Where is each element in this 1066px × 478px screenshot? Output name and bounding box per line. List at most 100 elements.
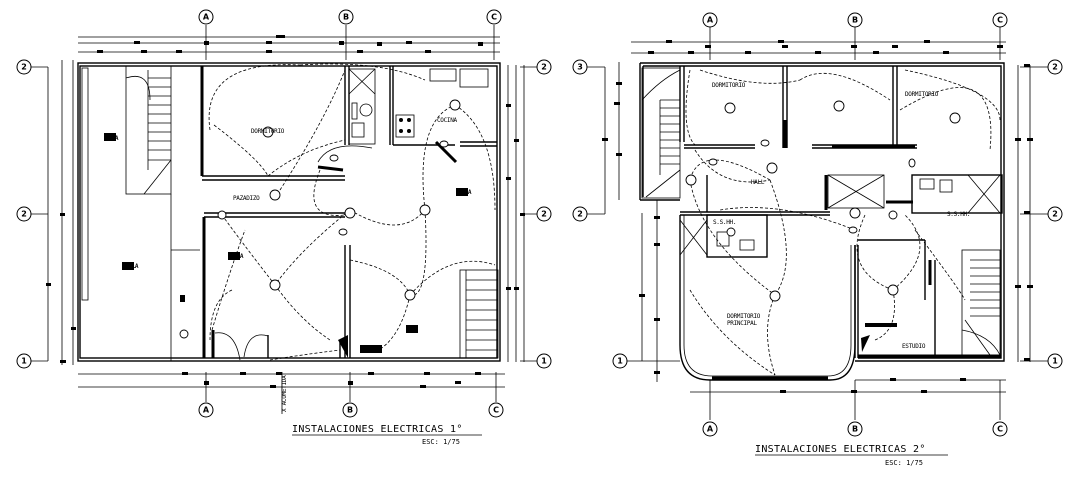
axis-bubble-A-bottom: A: [198, 372, 214, 418]
dimension-lines-right: [1015, 64, 1033, 362]
outlet-icon: [338, 228, 348, 236]
panel-icon: [228, 252, 240, 260]
plan-floor-1: A B C A B C 2: [16, 9, 552, 446]
lamp-icon: [766, 162, 778, 174]
lamp-icon: [269, 279, 281, 291]
plan-scale: ESC: 1/75: [422, 438, 460, 446]
svg-text:2: 2: [1052, 63, 1058, 72]
lamp-icon: [344, 207, 356, 219]
svg-text:2: 2: [21, 63, 27, 72]
outlet-icon: [848, 226, 858, 234]
section-marker-label: X ACOMETIDA: [281, 375, 288, 412]
axis-bubble-B-top: B: [338, 9, 354, 60]
room-label: SALA: [230, 253, 244, 260]
plan-title-floor-2: INSTALACIONES ELECTRICAS 2° ESC: 1/75: [755, 444, 948, 467]
switch-icon: [180, 295, 185, 302]
room-label: PAZADIZO: [233, 195, 260, 202]
walls-floor-2: [639, 62, 1005, 381]
svg-text:C: C: [491, 13, 497, 22]
svg-text:A: A: [707, 16, 714, 25]
lamp-icon: [179, 329, 189, 339]
svg-text:1: 1: [617, 357, 623, 366]
svg-text:C: C: [997, 16, 1003, 25]
outlet-icon: [708, 158, 718, 166]
room-label: S.S.HH.: [947, 211, 970, 218]
axis-bubble-row-right: 2 2 1: [520, 59, 552, 369]
dimension-lines-left: [46, 60, 76, 365]
room-labels-floor-2: DORMITORIO DORMITORIO HALL S.S.HH. S.S.H…: [712, 82, 970, 350]
circuit-lines-floor-1: [208, 63, 496, 361]
axis-bubble-C-bottom: C: [488, 372, 504, 418]
svg-text:2: 2: [541, 210, 547, 219]
axis-bubble-A-bottom: A: [702, 380, 718, 437]
lamp-icon: [685, 174, 697, 186]
dimension-lines-bottom: [690, 378, 1006, 393]
axis-bubble-A-top: A: [198, 9, 214, 60]
svg-text:1: 1: [1052, 357, 1058, 366]
axis-bubble-A-top: A: [702, 12, 718, 60]
room-label-line: DORMITORIO: [727, 313, 761, 320]
dimension-lines-bottom: [78, 372, 505, 388]
outlet-icon: [439, 140, 449, 148]
walls-floor-1: [77, 62, 501, 362]
panel-icon: [406, 325, 418, 333]
room-label: DORMITORIO: [251, 128, 285, 135]
lamp-icon: [419, 204, 431, 216]
panel-icon: [456, 188, 468, 196]
lamp-icon: [724, 102, 736, 114]
room-label: ESTUDIO: [902, 343, 926, 350]
svg-text:B: B: [852, 425, 858, 434]
svg-text:A: A: [203, 406, 210, 415]
room-label-line: PRINCIPAL: [727, 320, 757, 327]
svg-text:B: B: [347, 406, 353, 415]
lamp-icon: [833, 100, 845, 112]
plan-title-floor-1: INSTALACIONES ELECTRICAS 1° ESC: 1/75: [292, 424, 482, 446]
svg-text:2: 2: [1052, 210, 1058, 219]
room-label: COCINA: [437, 117, 458, 124]
panel-icon: [104, 133, 116, 141]
dimension-lines-left: [602, 62, 660, 382]
outlet-icon: [760, 139, 770, 147]
room-label: S.S.HH.: [713, 219, 736, 226]
room-label: SALA: [458, 189, 472, 196]
svg-text:1: 1: [541, 357, 547, 366]
svg-text:2: 2: [21, 210, 27, 219]
axis-bubble-B-top: B: [847, 12, 863, 60]
plan-title: INSTALACIONES ELECTRICAS 1°: [292, 424, 463, 435]
lamp-icon: [449, 99, 461, 111]
lamp-icon: [269, 189, 281, 201]
axis-bubble-B-bottom: B: [342, 372, 358, 418]
axis-bubble-C-bottom: C: [992, 380, 1008, 437]
lamp-icon: [888, 210, 898, 220]
svg-text:2: 2: [577, 210, 583, 219]
room-label: SALA: [125, 263, 139, 270]
lamp-icon: [949, 112, 961, 124]
outlet-icon: [908, 158, 916, 168]
lamp-icon: [769, 290, 781, 302]
svg-text:C: C: [997, 425, 1003, 434]
plan-title: INSTALACIONES ELECTRICAS 2°: [755, 444, 926, 455]
panel-icon: [122, 262, 134, 270]
svg-text:A: A: [707, 425, 714, 434]
axis-bubble-B-bottom: B: [847, 380, 863, 437]
lamp-icon: [726, 227, 736, 237]
light-fixtures-floor-2: [685, 100, 961, 302]
svg-text:C: C: [493, 406, 499, 415]
svg-text:A: A: [203, 13, 210, 22]
outlet-icon: [329, 154, 339, 162]
svg-text:2: 2: [541, 63, 547, 72]
axis-bubble-C-top: C: [992, 12, 1008, 60]
axis-bubble-C-top: C: [486, 9, 502, 60]
axis-bubble-row-left: 2 2 1: [16, 59, 48, 369]
room-label: HALL: [751, 179, 765, 186]
light-fixtures-floor-1: [104, 99, 468, 339]
dimension-lines-top: [78, 35, 500, 53]
lamp-icon: [217, 210, 227, 220]
plan-floor-2: A B C A B C 3 2: [572, 12, 1063, 467]
axis-bubble-row-left: 3 2 1: [572, 59, 680, 369]
dimension-lines-right: [506, 65, 525, 362]
svg-text:B: B: [343, 13, 349, 22]
svg-text:3: 3: [577, 63, 583, 72]
